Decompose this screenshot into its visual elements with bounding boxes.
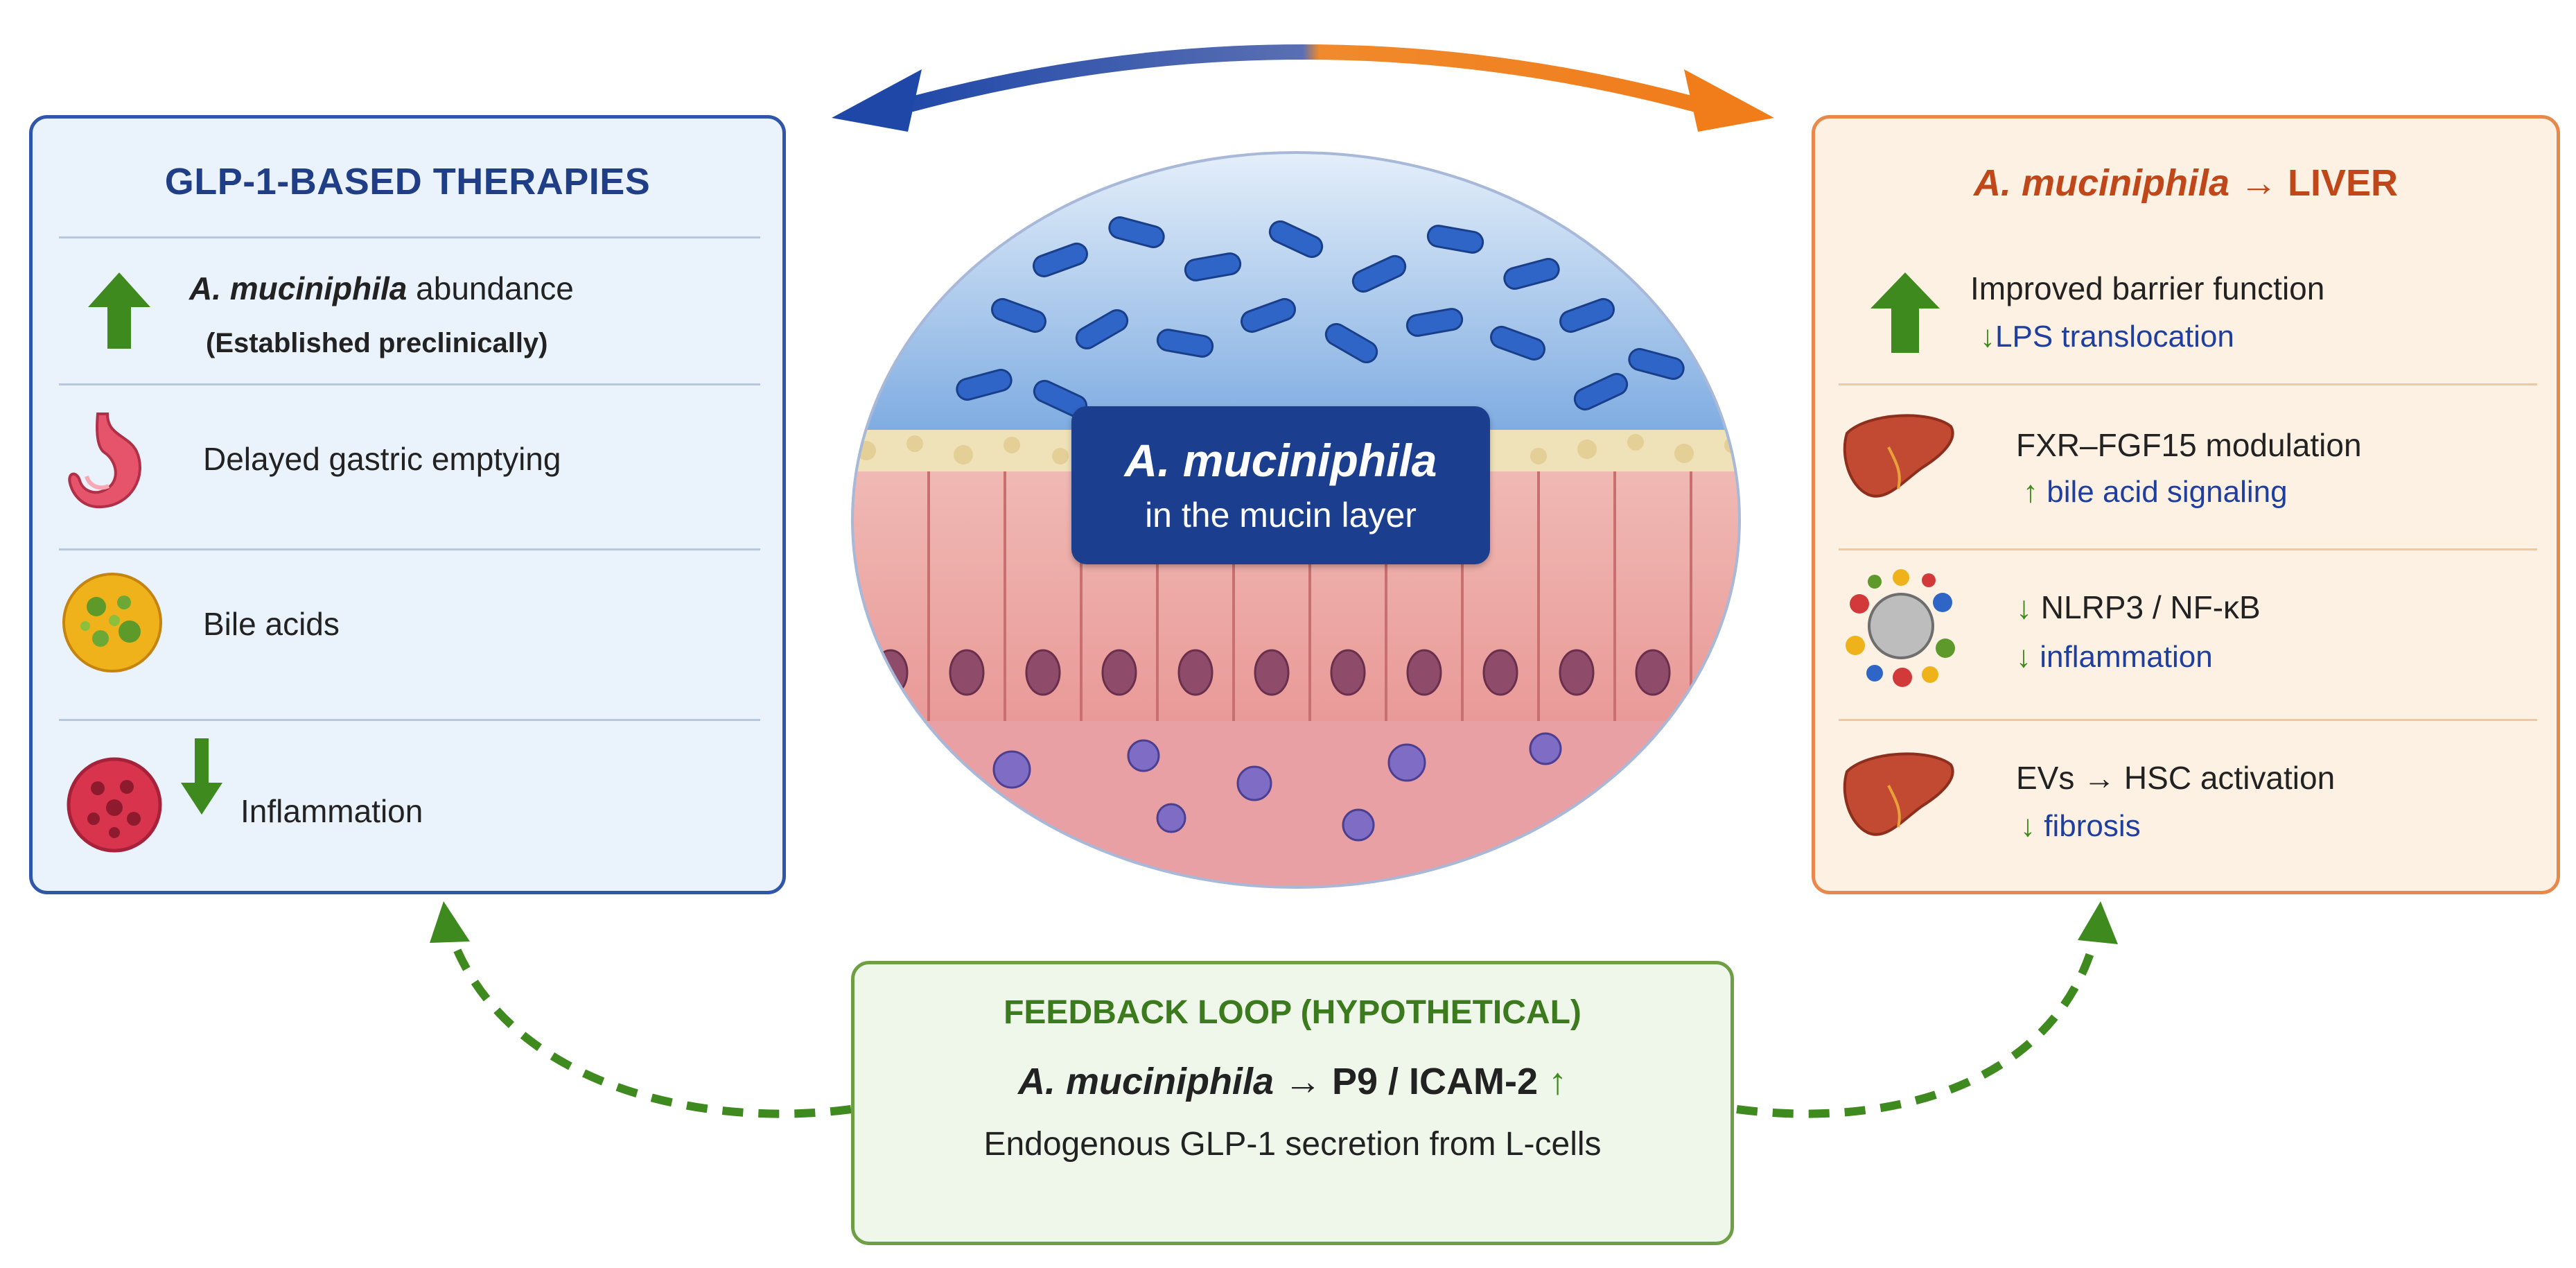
divider <box>1839 719 2537 721</box>
row-barrier-function: Improved barrier function <box>1970 270 2325 306</box>
row-text: NLRP3 / NF-κB <box>2040 589 2261 625</box>
row-gastric-emptying: Delayed gastric emptying <box>203 441 561 477</box>
row-sub-text: LPS translocation <box>1995 320 2234 354</box>
row-lps: ↓LPS translocation <box>1980 320 2234 354</box>
liver-icon <box>1843 752 1954 836</box>
liver-effects-panel: A. muciniphila → LIVER Improved barrier … <box>1812 115 2560 894</box>
center-label: A. muciniphila in the mucin layer <box>1071 406 1490 564</box>
down-arrow-icon: ↓ <box>2020 809 2035 843</box>
divider <box>59 383 760 385</box>
down-arrow-icon: ↓ <box>2016 640 2031 674</box>
title-organ: LIVER <box>2288 162 2399 204</box>
row-inflammation: ↓ inflammation <box>2016 640 2213 675</box>
title-taxon: A. muciniphila <box>1973 162 2229 204</box>
row-sub-text: inflammation <box>2040 640 2213 674</box>
bile-acid-droplet-icon <box>62 573 162 672</box>
row-bile-acids: Bile acids <box>203 606 340 642</box>
down-arrow-icon: ↓ <box>2016 589 2032 625</box>
row-evs-hsc: EVs → HSC activation <box>2016 760 2336 796</box>
center-label-location: in the mucin layer <box>1145 496 1417 535</box>
row-note: (Established preclinically) <box>206 328 548 358</box>
row-inflammation: Inflammation <box>240 793 423 829</box>
divider <box>59 548 760 550</box>
up-arrow-icon <box>88 272 150 349</box>
feedback-arrow-right-icon <box>1736 901 2118 1118</box>
feedback-taxon: A. muciniphila <box>1017 1061 1274 1102</box>
stomach-icon <box>68 412 141 509</box>
up-arrow-icon: ↑ <box>2023 475 2038 509</box>
row-nlrp3: ↓ NLRP3 / NF-κB <box>2016 589 2261 626</box>
immune-cell-icon <box>67 757 162 853</box>
row-fibrosis: ↓ fibrosis <box>2020 809 2141 844</box>
row-text: abundance <box>407 270 574 306</box>
row-fxr-fgf15: FXR–FGF15 modulation <box>2016 427 2362 463</box>
up-arrow-icon <box>1870 272 1940 353</box>
row-sub-text: bile acid signaling <box>2047 475 2288 509</box>
bidirectional-arrow-icon <box>832 44 1774 132</box>
divider <box>1839 548 2537 550</box>
panel-title: A. muciniphila → LIVER <box>1815 162 2557 205</box>
inflammasome-icon <box>1846 569 1955 687</box>
divider <box>1839 383 2537 385</box>
glp1-therapies-panel: GLP-1-BASED THERAPIES A. muciniphila abu… <box>29 115 786 894</box>
divider <box>59 719 760 721</box>
feedback-target: → P9 / ICAM-2 <box>1273 1061 1549 1102</box>
down-arrow-icon: ↓ <box>1980 320 1995 354</box>
feedback-arrow-left-icon <box>430 901 852 1118</box>
panel-title: GLP-1-BASED THERAPIES <box>164 161 651 202</box>
feedback-mechanism: A. muciniphila → P9 / ICAM-2 ↑ <box>855 1060 1731 1103</box>
row-abundance: A. muciniphila abundance <box>189 270 574 307</box>
taxon-name: A. muciniphila <box>189 270 408 306</box>
divider <box>59 236 760 238</box>
feedback-loop-panel: FEEDBACK LOOP (HYPOTHETICAL) A. muciniph… <box>851 961 1734 1245</box>
up-arrow-icon: ↑ <box>1548 1061 1568 1102</box>
row-sub-text: fibrosis <box>2044 809 2141 843</box>
feedback-outcome: Endogenous GLP-1 secretion from L-cells <box>983 1126 1602 1163</box>
panel-title: FEEDBACK LOOP (HYPOTHETICAL) <box>1004 994 1581 1031</box>
down-arrow-icon <box>181 738 222 815</box>
title-arrow: → <box>2240 162 2277 204</box>
liver-icon <box>1843 414 1954 498</box>
row-bile-acid-signaling: ↑ bile acid signaling <box>2023 475 2288 510</box>
center-label-taxon: A. muciniphila <box>1124 435 1437 486</box>
